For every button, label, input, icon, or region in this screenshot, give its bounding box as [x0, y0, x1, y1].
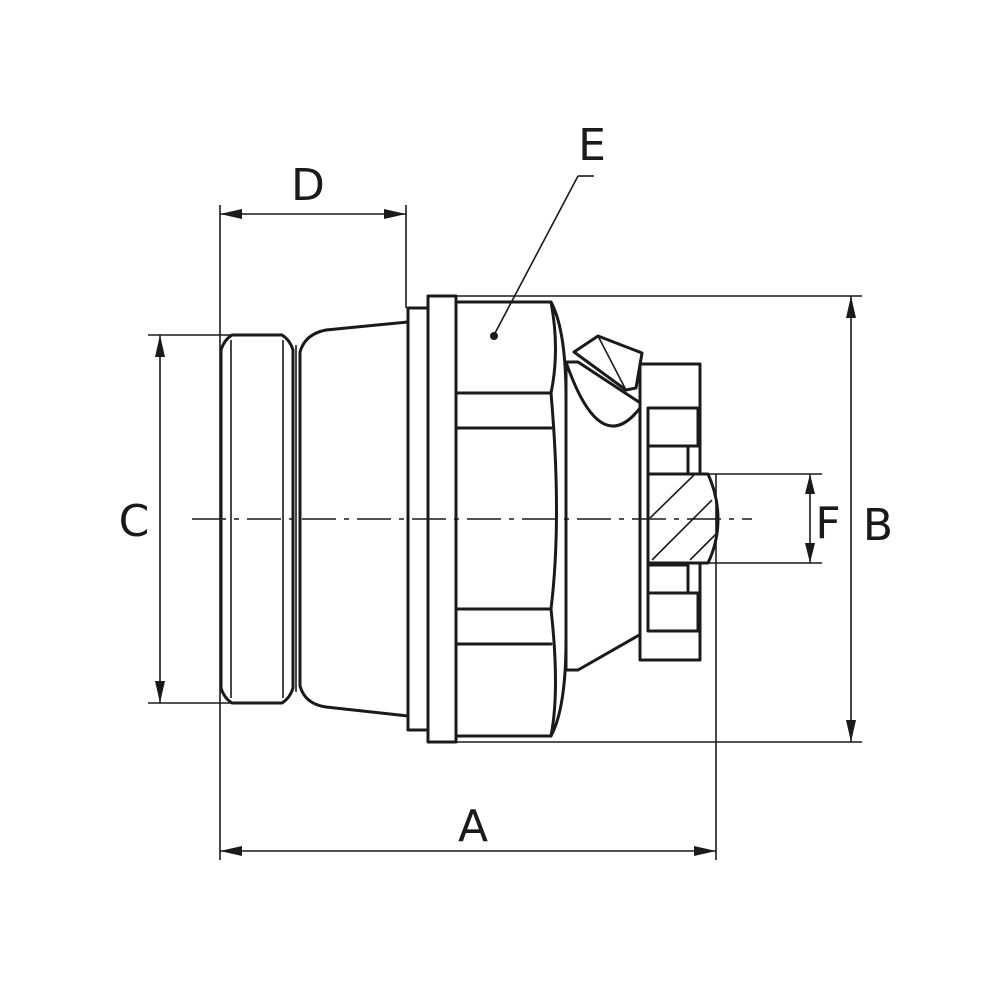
dimension-d: D [220, 160, 406, 219]
dimension-label-a: A [458, 801, 488, 852]
dimension-label-f: F [815, 498, 840, 549]
dimension-c: C [119, 335, 165, 703]
extension-lines [148, 205, 862, 860]
dimension-label-c: C [119, 496, 150, 547]
dimension-b: B [846, 296, 893, 742]
callout-e: E [490, 120, 606, 340]
dimension-a: A [220, 801, 716, 856]
dimension-label-b: B [863, 500, 893, 551]
dimension-label-d: D [291, 160, 325, 211]
dimension-f: F [805, 474, 841, 563]
valve-head [564, 360, 650, 672]
callout-label-e: E [578, 120, 606, 171]
